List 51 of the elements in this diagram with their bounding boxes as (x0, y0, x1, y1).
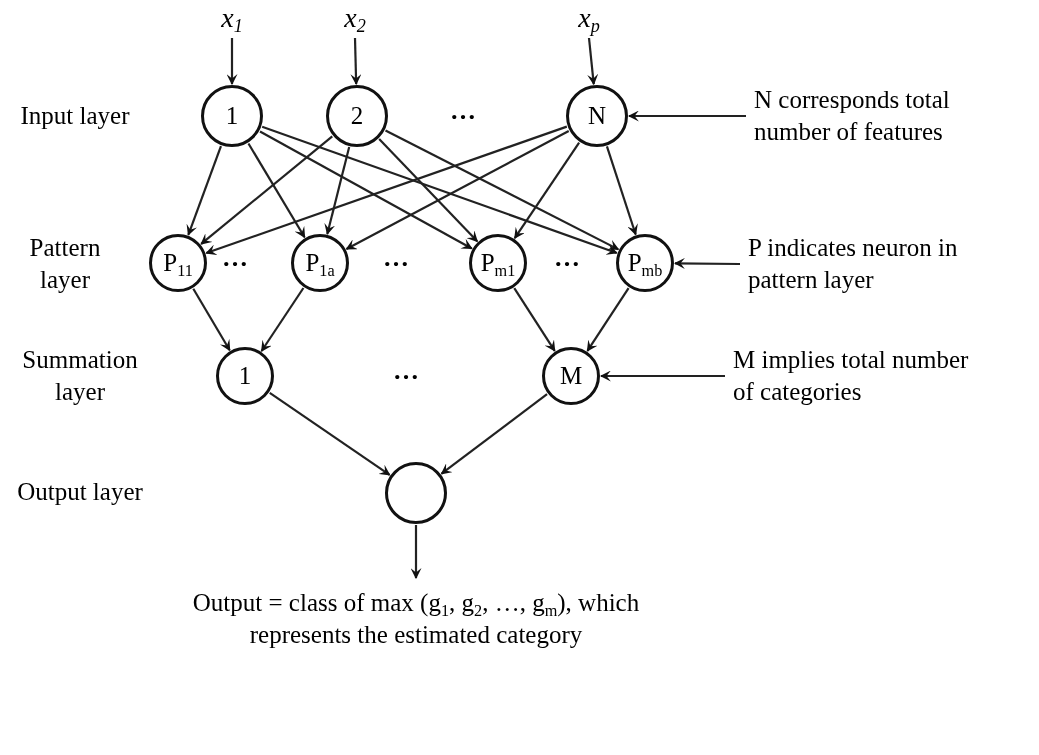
arrow (410, 525, 422, 580)
arrow (673, 257, 740, 269)
neuron-circle: 2 (326, 85, 388, 147)
arrow (205, 125, 568, 255)
ellipsis: … (450, 96, 475, 126)
neuron-circle: 1 (216, 347, 274, 405)
arrow (440, 393, 548, 475)
neuron-circle: P$_{1a}$ (291, 234, 349, 292)
annotation-text: N corresponds total number of features (754, 84, 994, 148)
neuron-circle (385, 462, 447, 524)
input-variable: x$_{1}$ (210, 0, 254, 36)
arrow (605, 146, 638, 236)
neuron-circle: P$_{m1}$ (469, 234, 527, 292)
arrow (587, 37, 599, 86)
arrow (345, 130, 570, 250)
arrow (269, 392, 391, 476)
neuron-circle: M (542, 347, 600, 405)
arrow (200, 135, 333, 245)
arrow (186, 145, 222, 236)
layer-label: Pattern layer (28, 233, 102, 295)
annotation-text: P indicates neuron in pattern layer (748, 232, 988, 296)
neuron-circle: P$_{11}$ (149, 234, 207, 292)
arrow (513, 287, 556, 352)
arrow (350, 37, 362, 86)
neuron-circle: N (566, 85, 628, 147)
output-description: Output = class of max (g$_{1}$, g$_{2}$, …, g$_{m}$), which represents the estimated category (171, 584, 661, 654)
arrow (192, 288, 231, 352)
arrow (627, 110, 746, 122)
arrow (259, 130, 473, 250)
layer-label: Output layer (16, 477, 144, 507)
arrow (226, 38, 238, 86)
ellipsis: … (393, 356, 418, 386)
ellipsis: … (554, 243, 579, 273)
neuron-circle: P$_{mb}$ (616, 234, 674, 292)
arrow (378, 138, 479, 243)
arrow (385, 129, 620, 251)
arrow (586, 287, 630, 352)
input-variable: x$_{p}$ (567, 0, 611, 36)
neuron-circle: 1 (201, 85, 263, 147)
arrow (324, 146, 351, 235)
arrow (260, 287, 305, 352)
arrow (247, 142, 306, 239)
arrow (599, 370, 725, 382)
ellipsis: … (383, 243, 408, 273)
annotation-text: M implies total number of categories (733, 344, 988, 408)
input-variable: x$_{2}$ (333, 0, 377, 36)
arrow (261, 125, 618, 255)
arrow (513, 141, 581, 240)
layer-label: Summation layer (21, 345, 139, 407)
ellipsis: … (222, 243, 247, 273)
layer-label: Input layer (19, 101, 131, 131)
